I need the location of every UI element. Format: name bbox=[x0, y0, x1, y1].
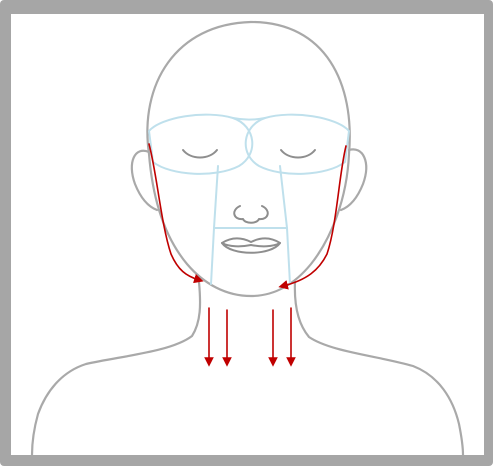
left-eye-zone bbox=[149, 115, 252, 174]
upper-lip bbox=[222, 238, 280, 246]
neck-left-line bbox=[32, 282, 200, 455]
head-contour bbox=[147, 22, 349, 296]
facial-features bbox=[183, 150, 315, 253]
body-outline bbox=[32, 282, 463, 455]
neck-right-line bbox=[295, 282, 463, 455]
right-eye-zone bbox=[246, 115, 349, 174]
nose bbox=[234, 206, 267, 223]
face-diagram bbox=[11, 14, 484, 455]
illustration-canvas bbox=[11, 14, 484, 455]
left-eye-closed bbox=[183, 150, 217, 158]
head-outline bbox=[132, 22, 366, 296]
right-eye-closed bbox=[281, 150, 315, 158]
face-zones bbox=[149, 115, 349, 284]
forehead-bridge bbox=[233, 118, 265, 120]
nose-zone bbox=[214, 166, 287, 228]
mouth-zone bbox=[211, 228, 290, 284]
